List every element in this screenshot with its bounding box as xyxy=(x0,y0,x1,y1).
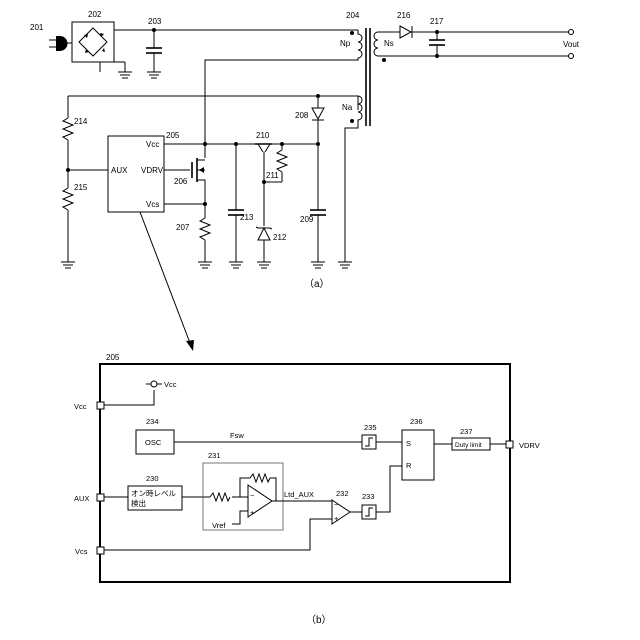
capacitor-203 xyxy=(146,30,162,78)
zener-diode-212 xyxy=(256,227,272,262)
ref-206: 206 xyxy=(174,177,188,186)
osc-ref: 234 xyxy=(146,417,159,426)
schmitt-buffer-233 xyxy=(362,505,376,519)
pin-label-aux: AUX xyxy=(74,494,89,503)
figure-a: 201 202 203 204 216 217 Np Ns Na Vout 21… xyxy=(30,10,580,351)
capacitor-213 xyxy=(228,144,244,262)
ltd-aux-label: Ltd_AUX xyxy=(284,490,314,499)
detector-line-1: オン時レベル xyxy=(131,489,176,498)
mosfet-206 xyxy=(192,158,205,196)
figure-b: 205 Vcc AUX Vcs VDRV Vcc OSC 234 Fsw 235 xyxy=(74,353,540,626)
ref-208: 208 xyxy=(295,111,309,120)
pin-box-vcc xyxy=(97,402,104,409)
ic-pin-vcs: Vcs xyxy=(146,200,159,209)
osc-label: OSC xyxy=(145,438,162,447)
ref-215: 215 xyxy=(74,183,88,192)
ref-204: 204 xyxy=(346,11,360,20)
ref-210: 210 xyxy=(256,131,270,140)
ref-211: 211 xyxy=(266,171,279,180)
flip-flop-236 xyxy=(402,430,434,480)
ic-pin-aux: AUX xyxy=(111,166,128,175)
vcc-supply-node xyxy=(104,381,162,405)
ic-pin-vcc: Vcc xyxy=(146,140,159,149)
amp-minus: − xyxy=(250,491,255,500)
capacitor-217 xyxy=(429,32,445,56)
supply-label-vcc: Vcc xyxy=(164,380,177,389)
ref-214: 214 xyxy=(74,117,88,126)
caption-b: （b） xyxy=(306,614,332,626)
schmitt-buffer-235 xyxy=(362,435,376,449)
ref-205: 205 xyxy=(166,131,180,140)
detector-line-2: 検出 xyxy=(131,498,146,508)
controller-block-205 xyxy=(100,364,510,582)
amplifier-231 xyxy=(210,474,276,524)
buffer-235-ref: 235 xyxy=(364,423,377,432)
pin-label-vcc: Vcc xyxy=(74,402,87,411)
ground-icon xyxy=(118,72,132,78)
buffer-233-ref: 233 xyxy=(362,492,375,501)
transformer xyxy=(205,28,390,262)
amplifier-ref: 231 xyxy=(208,451,221,460)
ref-213: 213 xyxy=(240,213,254,222)
caption-a: （a） xyxy=(304,278,330,290)
ref-201: 201 xyxy=(30,23,44,32)
diode-216 xyxy=(400,26,412,38)
bridge-rectifier xyxy=(72,22,114,62)
resistor-215 xyxy=(63,188,73,262)
ref-202: 202 xyxy=(88,10,102,19)
label-na: Na xyxy=(342,103,353,112)
diode-208 xyxy=(312,108,324,120)
ref-217: 217 xyxy=(430,17,444,26)
pin-label-vdrv: VDRV xyxy=(519,441,540,450)
zoom-arrow xyxy=(140,212,194,351)
pin-box-vcs xyxy=(97,547,104,554)
ref-216: 216 xyxy=(397,11,411,20)
pin-label-vcs: Vcs xyxy=(75,547,88,556)
comp-minus: − xyxy=(334,500,339,509)
ref-209: 209 xyxy=(300,215,314,224)
fsw-label: Fsw xyxy=(230,431,244,440)
block-ref-205: 205 xyxy=(106,353,120,362)
duty-limit-label: Duty limit xyxy=(455,442,482,449)
ground-icons xyxy=(61,262,352,268)
flip-flop-s: S xyxy=(406,439,411,448)
output-terminal-plus xyxy=(569,30,574,35)
junction-dots xyxy=(66,28,439,206)
transistor-210 xyxy=(255,144,272,226)
output-terminal-minus xyxy=(569,54,574,59)
vref-label: Vref xyxy=(212,521,226,530)
resistor-214 xyxy=(63,96,73,188)
detector-ref: 230 xyxy=(146,474,159,483)
ref-203: 203 xyxy=(148,17,162,26)
amp-plus: + xyxy=(250,508,255,517)
flip-flop-ref: 236 xyxy=(410,417,423,426)
label-np: Np xyxy=(340,39,351,48)
ref-207: 207 xyxy=(176,223,190,232)
flip-flop-r: R xyxy=(406,461,412,470)
ac-plug-icon xyxy=(49,36,72,51)
label-ns: Ns xyxy=(384,39,394,48)
duty-limit-ref: 237 xyxy=(460,427,473,436)
pin-box-vdrv xyxy=(506,441,513,448)
ref-212: 212 xyxy=(273,233,287,242)
pin-box-aux xyxy=(97,494,104,501)
ic-pin-vdrv: VDRV xyxy=(141,166,164,175)
label-vout: Vout xyxy=(563,40,580,49)
comp-plus: + xyxy=(334,514,339,523)
comparator-ref: 232 xyxy=(336,489,349,498)
